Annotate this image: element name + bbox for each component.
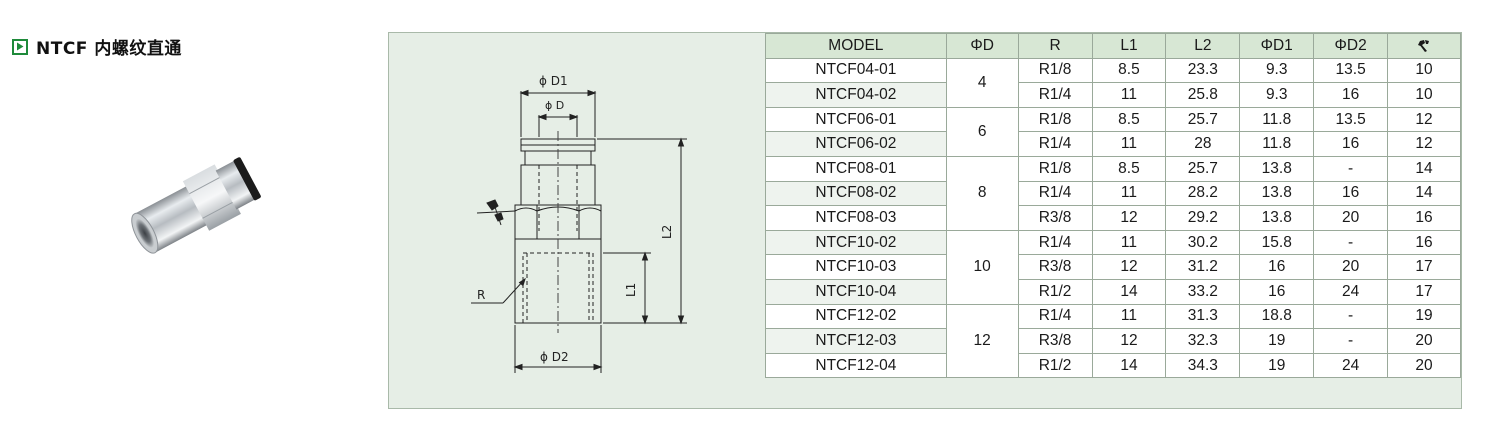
col-model: MODEL [765, 33, 947, 59]
table-row: NTCF08-03 R3/8 12 29.2 13.8 20 16 [765, 205, 1461, 231]
col-r: R [1017, 33, 1093, 59]
col-phi-d1: ΦD1 [1239, 33, 1315, 59]
group-phi-d: 6 [945, 106, 1019, 157]
table-row: NTCF12-02 12 R1/4 11 31.3 18.8 - 19 [765, 303, 1461, 379]
col-l2: L2 [1165, 33, 1241, 59]
wrench-icon [1418, 39, 1430, 52]
col-phi-d2: ΦD2 [1313, 33, 1389, 59]
play-icon [12, 38, 28, 55]
spec-panel: ϕ D1 ϕ D ϕ D2 R L2 L1 MODEL ΦD R L1 L2 Φ… [388, 32, 1462, 409]
table-row: NTCF06-02 R1/4 11 28 11.8 16 12 [765, 131, 1461, 157]
table-row: NTCF10-02 10 R1/4 11 30.2 15.8 - 16 [765, 229, 1461, 305]
table-row: NTCF12-03 R3/8 12 32.3 19 - 20 [765, 328, 1461, 354]
table-row: NTCF12-04 R1/2 14 34.3 19 24 20 [765, 352, 1461, 379]
group-phi-d: 10 [945, 229, 1019, 305]
label-d: ϕ D [545, 99, 564, 112]
label-d2: ϕ D2 [540, 350, 569, 364]
table-row: NTCF06-01 6 R1/8 8.5 25.7 11.8 13.5 12 [765, 106, 1461, 157]
table-row: NTCF08-01 8 R1/8 8.5 25.7 13.8 - 14 [765, 155, 1461, 231]
label-l1: L1 [624, 283, 638, 297]
col-hex [1387, 33, 1461, 59]
col-phi-d: ΦD [945, 33, 1019, 59]
table-row: NTCF10-04 R1/2 14 33.2 16 24 17 [765, 278, 1461, 305]
table-row: NTCF04-01 4 R1/8 8.5 23.3 9.3 13.5 10 [765, 57, 1461, 108]
table-header-row: MODEL ΦD R L1 L2 ΦD1 ΦD2 [765, 33, 1461, 59]
group-phi-d: 4 [945, 57, 1019, 108]
col-l1: L1 [1091, 33, 1167, 59]
label-d1: ϕ D1 [539, 74, 568, 88]
section-heading: NTCF 内螺纹直通 [12, 34, 182, 59]
label-r: R [477, 288, 485, 302]
group-phi-d: 8 [945, 155, 1019, 231]
group-phi-d: 12 [945, 303, 1019, 379]
table-row: NTCF10-03 R3/8 12 31.2 16 20 17 [765, 254, 1461, 280]
spec-table: MODEL ΦD R L1 L2 ΦD1 ΦD2 NTCF04-01 4 R [765, 33, 1461, 379]
label-l2: L2 [660, 225, 674, 239]
product-photo [131, 157, 261, 254]
table-row: NTCF08-02 R1/4 11 28.2 13.8 16 14 [765, 180, 1461, 207]
page-title: NTCF 内螺纹直通 [36, 39, 182, 59]
technical-drawing: ϕ D1 ϕ D ϕ D2 R L2 L1 [471, 74, 687, 373]
table-row: NTCF04-02 R1/4 11 25.8 9.3 16 10 [765, 82, 1461, 108]
